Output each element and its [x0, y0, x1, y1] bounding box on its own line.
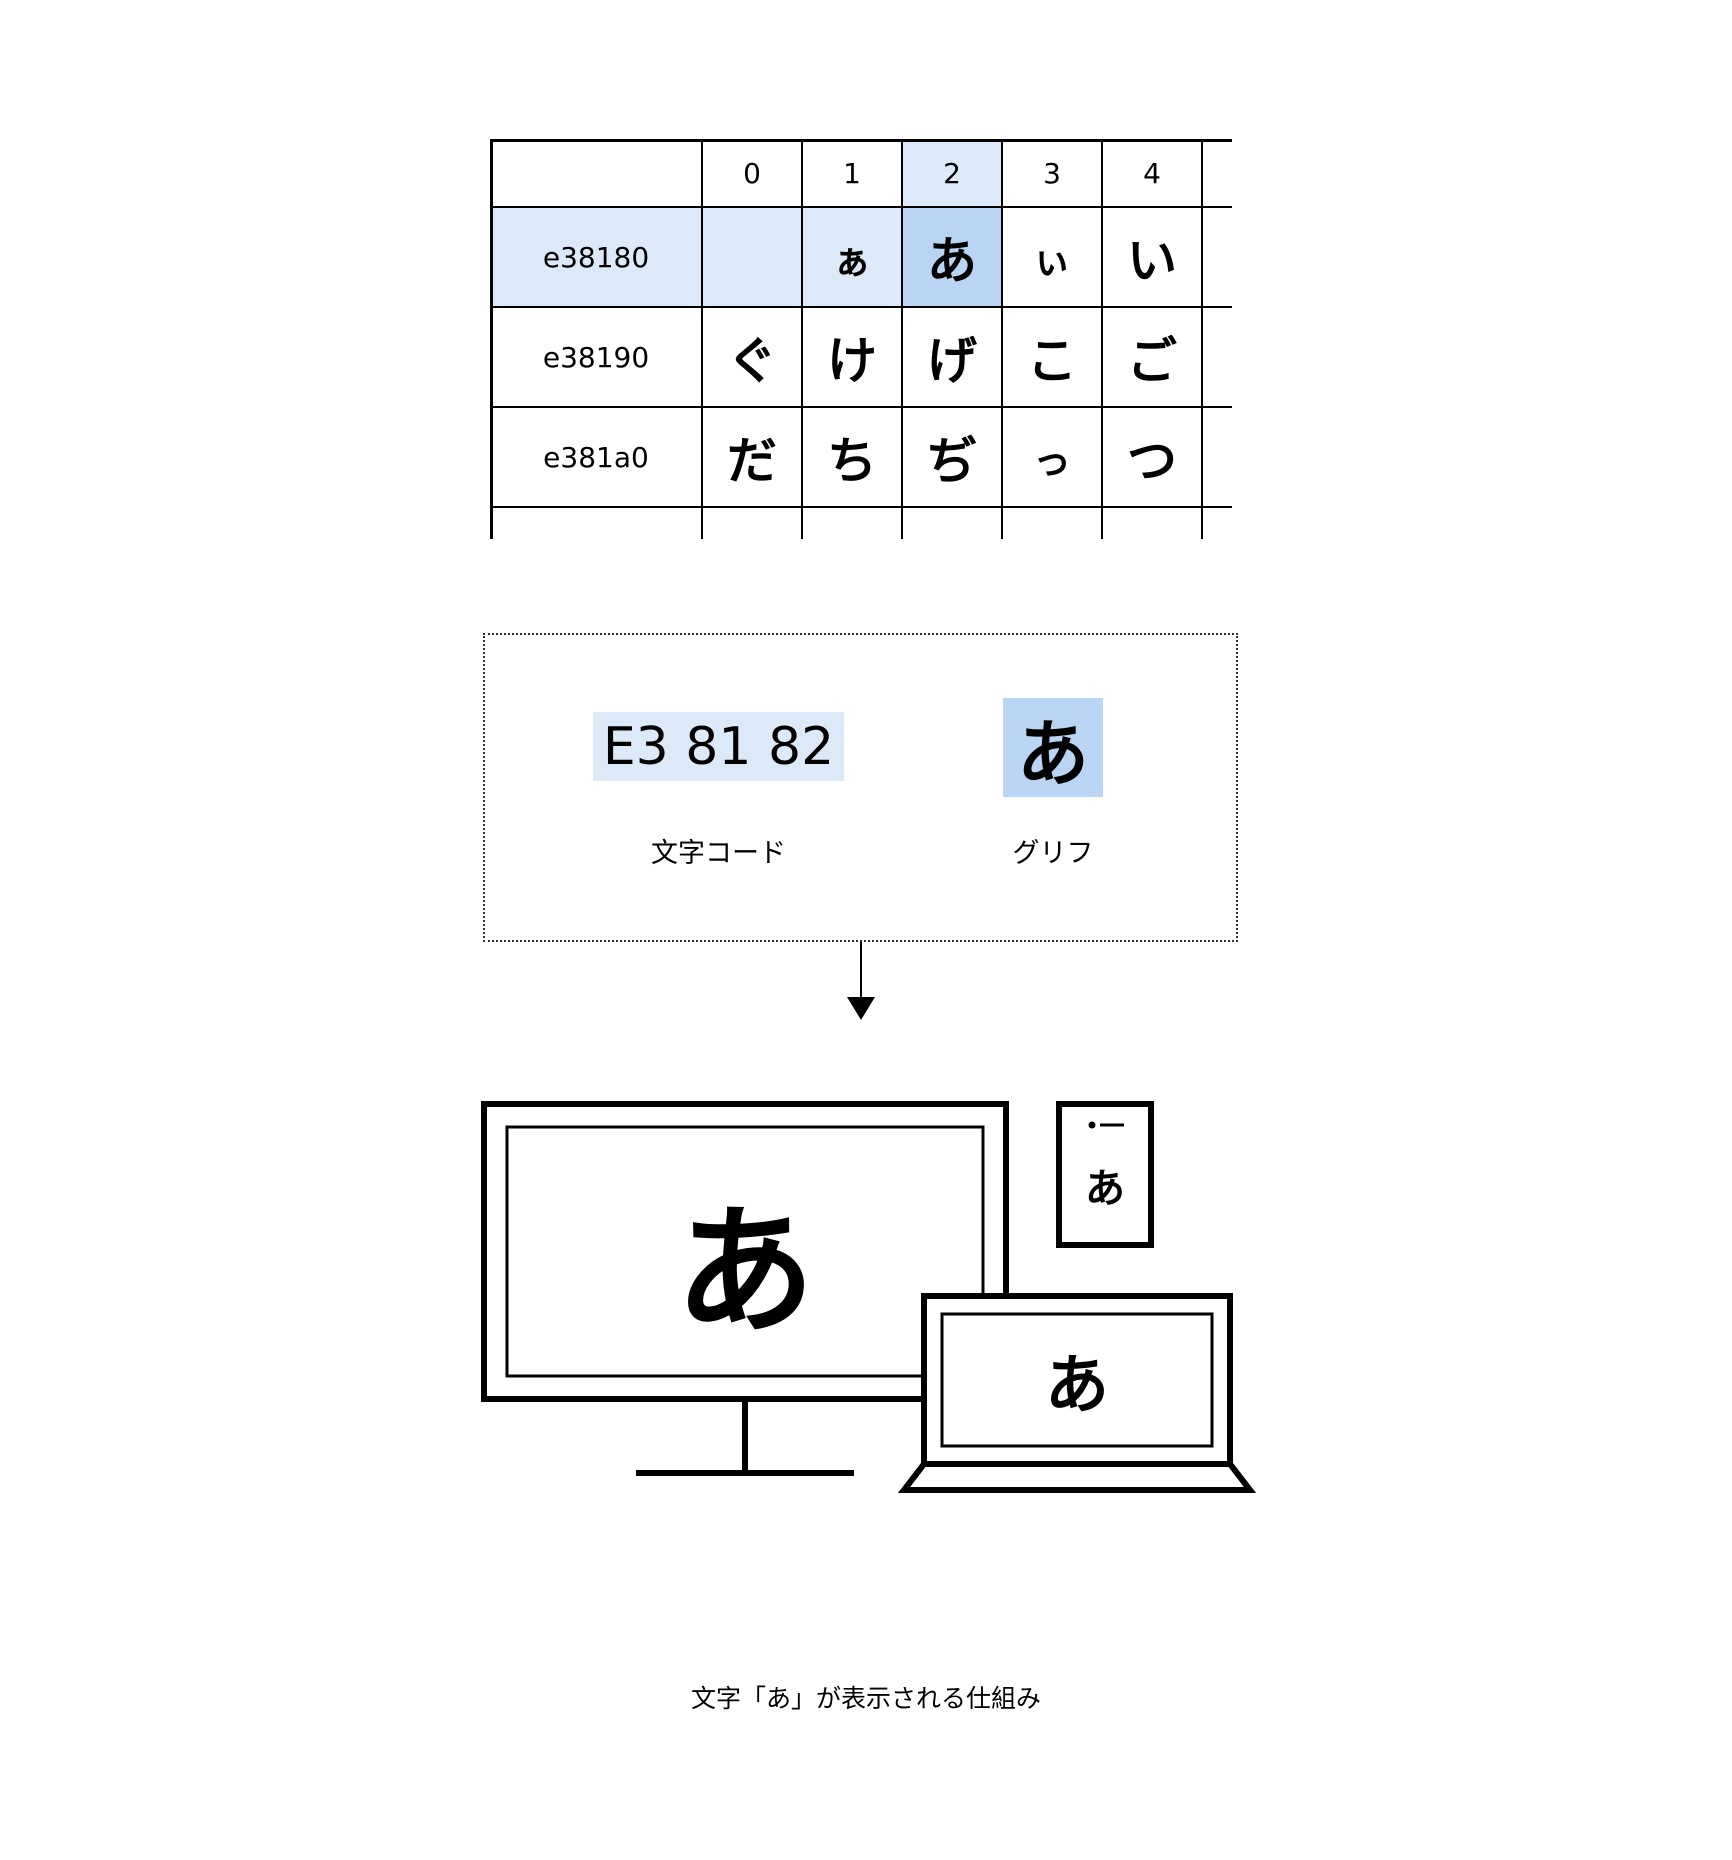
code-table: 0 1 2 3 4 e38180 ぁ あ ぃ い e38190 ぐ け げ こ … — [490, 139, 1232, 539]
table-cell: だ — [727, 432, 777, 490]
figure-caption: 文字「あ」が表示される仕組み — [690, 1684, 1041, 1713]
table-cell: い — [1127, 232, 1177, 290]
character-code-value: E3 81 82 — [593, 712, 844, 781]
column-header: 2 — [943, 156, 961, 190]
monitor-glyph: あ — [674, 1191, 815, 1354]
glyph-label: グリフ — [1012, 838, 1094, 869]
table-cell: ぃ — [1032, 238, 1071, 283]
table-cell-selected: あ — [927, 232, 977, 290]
highlight-column-header — [902, 139, 1002, 207]
table-cell: つ — [1127, 432, 1177, 490]
row-label: e381a0 — [543, 440, 649, 474]
down-arrow-icon — [847, 942, 875, 1020]
table-cell: げ — [927, 332, 977, 390]
devices-illustration: あ あ あ — [480, 1100, 1260, 1510]
column-header: 3 — [1043, 156, 1061, 190]
column-header: 0 — [743, 156, 761, 190]
column-header: 4 — [1143, 156, 1161, 190]
table-cell: ぢ — [927, 432, 977, 490]
table-cell: ぁ — [832, 238, 871, 283]
table-cell — [702, 207, 802, 307]
phone-glyph: あ — [1085, 1166, 1125, 1212]
table-cell: っ — [1032, 438, 1071, 483]
row-label: e38180 — [542, 240, 650, 274]
table-cell: こ — [1027, 332, 1077, 390]
glyph-value: あ — [1003, 698, 1103, 797]
table-cell: ち — [827, 432, 877, 490]
table-grid — [490, 139, 1232, 539]
smartphone-icon — [1056, 1101, 1154, 1248]
column-header: 1 — [843, 156, 861, 190]
table-cell: ご — [1127, 332, 1177, 390]
code-glyph-box: E3 81 82 あ 文字コード グリフ — [483, 633, 1238, 942]
monitor-icon — [481, 1101, 1009, 1476]
character-code-label: 文字コード — [651, 838, 786, 869]
highlight-selected-cell — [902, 207, 1002, 307]
laptop-icon — [897, 1293, 1257, 1493]
row-label: e38190 — [542, 340, 650, 374]
device-outlines — [481, 1101, 1257, 1493]
laptop-glyph: あ — [1045, 1349, 1109, 1423]
table-cell: ぐ — [727, 332, 777, 390]
table-cell: け — [827, 332, 877, 390]
